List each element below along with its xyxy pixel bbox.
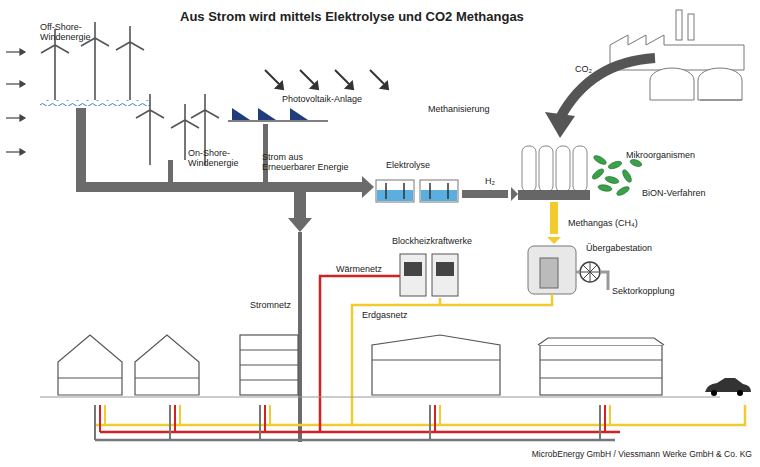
buildings — [40, 335, 720, 397]
edge-label: Methangas (CH₄) — [566, 218, 640, 228]
node-heading: Blockheizkraftwerke — [392, 236, 472, 246]
node-heading: Übergabestation — [586, 243, 652, 253]
label: Sektorkopplung — [612, 286, 675, 296]
arrowhead — [511, 187, 518, 201]
node-box: Methanisierung — [518, 144, 590, 202]
label: Photovoltaik-Anlage — [282, 94, 362, 104]
pv-panels — [228, 108, 328, 121]
sea — [40, 100, 150, 106]
arrowhead — [547, 237, 561, 244]
turbine — [136, 94, 164, 165]
label: Strom aus Erneuerbarer Energie — [262, 152, 352, 173]
methanation-reactors — [518, 146, 590, 200]
node-heading: Elektrolyse — [386, 160, 430, 170]
label: Off-Shore-Windenergie — [40, 22, 106, 43]
node-box: Blockheizkraftwerke — [398, 252, 460, 298]
co2-arrow — [545, 58, 655, 138]
sun-rays — [265, 70, 388, 89]
edge-label: H₂ — [483, 176, 497, 186]
title: Aus Strom wird mittels Elektrolyse und C… — [180, 10, 524, 25]
label: Stromnetz — [250, 300, 291, 310]
label: Mikroorganismen — [626, 150, 695, 160]
node-box: Elektrolyse — [372, 176, 462, 206]
label: BiON-Verfahren — [642, 188, 706, 198]
flow-arrow — [550, 202, 558, 234]
label: Wärmenetz — [336, 264, 382, 274]
car — [705, 378, 751, 396]
networks — [95, 276, 745, 440]
label: Erdgasnetz — [362, 310, 408, 320]
label: On-Shore-Windenergie — [188, 148, 250, 169]
caption: MicrobEnergy GmbH / Viessmann Werke GmbH… — [532, 450, 752, 460]
microorganisms — [591, 154, 643, 197]
node-box: Übergabestation — [526, 244, 578, 296]
wind-turbines — [41, 22, 219, 165]
node-heading: Methanisierung — [428, 104, 490, 114]
chp-units — [400, 254, 458, 296]
flow-arrow — [462, 190, 508, 198]
electrolysis-cells — [376, 180, 458, 202]
turbine — [116, 26, 144, 100]
label: CO₂ — [575, 64, 592, 74]
factory — [610, 10, 744, 100]
wind-arrows — [6, 49, 25, 155]
transfer-station — [528, 246, 608, 294]
